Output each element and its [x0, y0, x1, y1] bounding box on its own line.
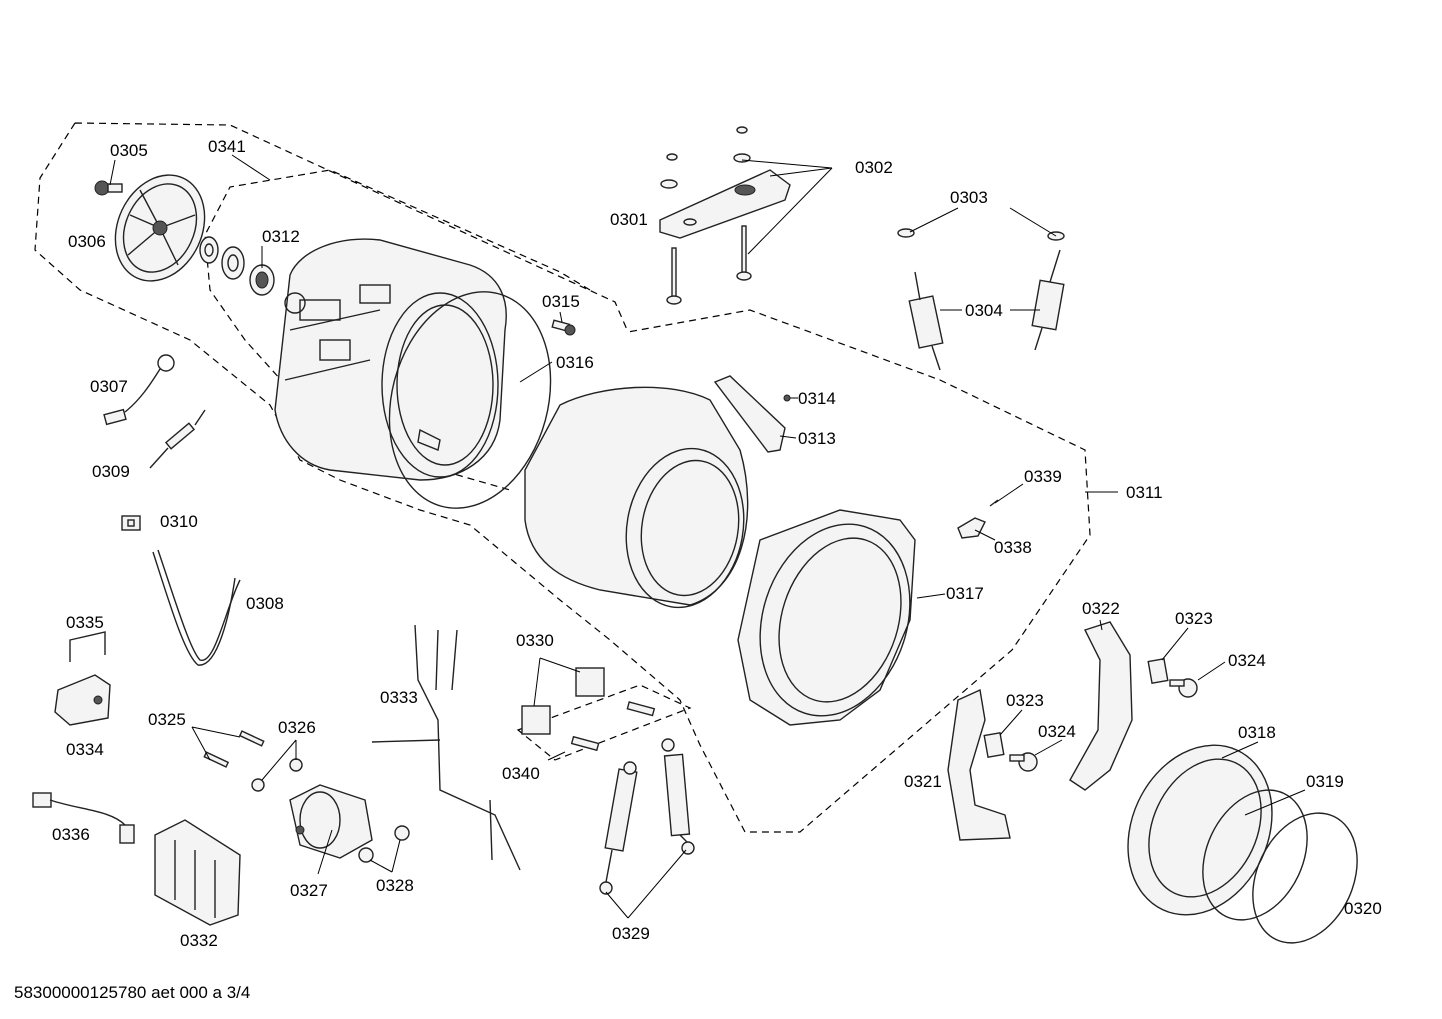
leader-lines: [109, 154, 1306, 919]
part-0330-blocks: [521, 667, 605, 735]
part-0328-bushings: [358, 825, 410, 863]
part-0325-screws: [203, 730, 265, 768]
callout-0340: 0340: [502, 764, 540, 783]
group-outline-0340: [516, 684, 692, 761]
callout-0334: 0334: [66, 740, 104, 759]
part-0326-bushings: [251, 758, 303, 792]
part-0315-screw: [551, 319, 576, 336]
callout-0338: 0338: [994, 538, 1032, 557]
part-0324-bolts: [1009, 678, 1198, 772]
part-0316-tub-seal: [388, 291, 552, 509]
part-0338-clip: [957, 499, 999, 539]
callout-0302: 0302: [855, 158, 893, 177]
callout-0335: 0335: [66, 613, 104, 632]
part-0313-lifter: [713, 375, 786, 453]
callout-labels: 0305 0341 0306 0312 0301 0302 0303 0304 …: [52, 137, 1382, 950]
callout-0303: 0303: [950, 188, 988, 207]
part-0327-motor: [289, 784, 373, 859]
callout-0321: 0321: [904, 772, 942, 791]
callout-0319: 0319: [1306, 772, 1344, 791]
part-0306-pulley: [114, 174, 206, 282]
callout-0309: 0309: [92, 462, 130, 481]
part-0309-spring: [149, 409, 206, 469]
callout-0301: 0301: [610, 210, 648, 229]
callout-0324b: 0324: [1038, 722, 1076, 741]
part-0310-bracket: [121, 515, 141, 531]
part-0317-front-tub: [737, 509, 916, 726]
callout-0332: 0332: [180, 931, 218, 950]
callout-0341: 0341: [208, 137, 246, 156]
part-0312-bearings: [199, 236, 275, 296]
part-0320-clamp-ring: [1252, 812, 1358, 944]
callout-0306: 0306: [68, 232, 106, 251]
callout-0317: 0317: [946, 584, 984, 603]
part-0322-hinge: [1069, 621, 1133, 791]
callout-0315: 0315: [542, 292, 580, 311]
part-0304-springs: [897, 228, 1065, 371]
callout-0322: 0322: [1082, 599, 1120, 618]
callout-0330: 0330: [516, 631, 554, 650]
callout-0312: 0312: [262, 227, 300, 246]
callout-0339: 0339: [1024, 467, 1062, 486]
callout-0323b: 0323: [1006, 691, 1044, 710]
callout-0308: 0308: [246, 594, 284, 613]
callout-0313: 0313: [798, 429, 836, 448]
callout-0310: 0310: [160, 512, 198, 531]
part-0332-module: [154, 819, 241, 926]
callout-0325: 0325: [148, 710, 186, 729]
callout-0316: 0316: [556, 353, 594, 372]
callout-0329: 0329: [612, 924, 650, 943]
callout-0333: 0333: [380, 688, 418, 707]
callout-0327: 0327: [290, 881, 328, 900]
callout-0304: 0304: [965, 301, 1003, 320]
callout-0305: 0305: [110, 141, 148, 160]
callout-0307: 0307: [90, 377, 128, 396]
part-drum: [524, 386, 749, 609]
part-0301-bracket: [659, 126, 791, 305]
part-0308-belt: [152, 549, 241, 666]
part-0329-dampers: [599, 738, 695, 895]
callout-0314: 0314: [798, 389, 836, 408]
callout-0323a: 0323: [1175, 609, 1213, 628]
callout-0324a: 0324: [1228, 651, 1266, 670]
part-0333-wiring: [371, 624, 521, 871]
part-0319-clamp-ring: [1202, 789, 1308, 921]
callout-0320: 0320: [1344, 899, 1382, 918]
part-0305-bolt: [94, 180, 123, 196]
part-rear-tub: [274, 238, 507, 481]
part-0334-suppressor: [54, 631, 111, 726]
part-0340-bolts: [570, 701, 656, 752]
part-0318-door-ring: [1127, 744, 1273, 916]
part-0321-hinge: [947, 688, 1011, 841]
callout-0336: 0336: [52, 825, 90, 844]
callout-0311: 0311: [1126, 483, 1163, 502]
part-0314-screw: [783, 394, 791, 402]
callout-0326: 0326: [278, 718, 316, 737]
callout-0318: 0318: [1238, 723, 1276, 742]
part-0307-sensor: [103, 354, 175, 426]
callout-0328: 0328: [376, 876, 414, 895]
part-0336-harness: [32, 792, 135, 844]
drawing-reference: 58300000125780 aet 000 a 3/4: [14, 983, 250, 1002]
part-0323-pads: [983, 657, 1169, 759]
